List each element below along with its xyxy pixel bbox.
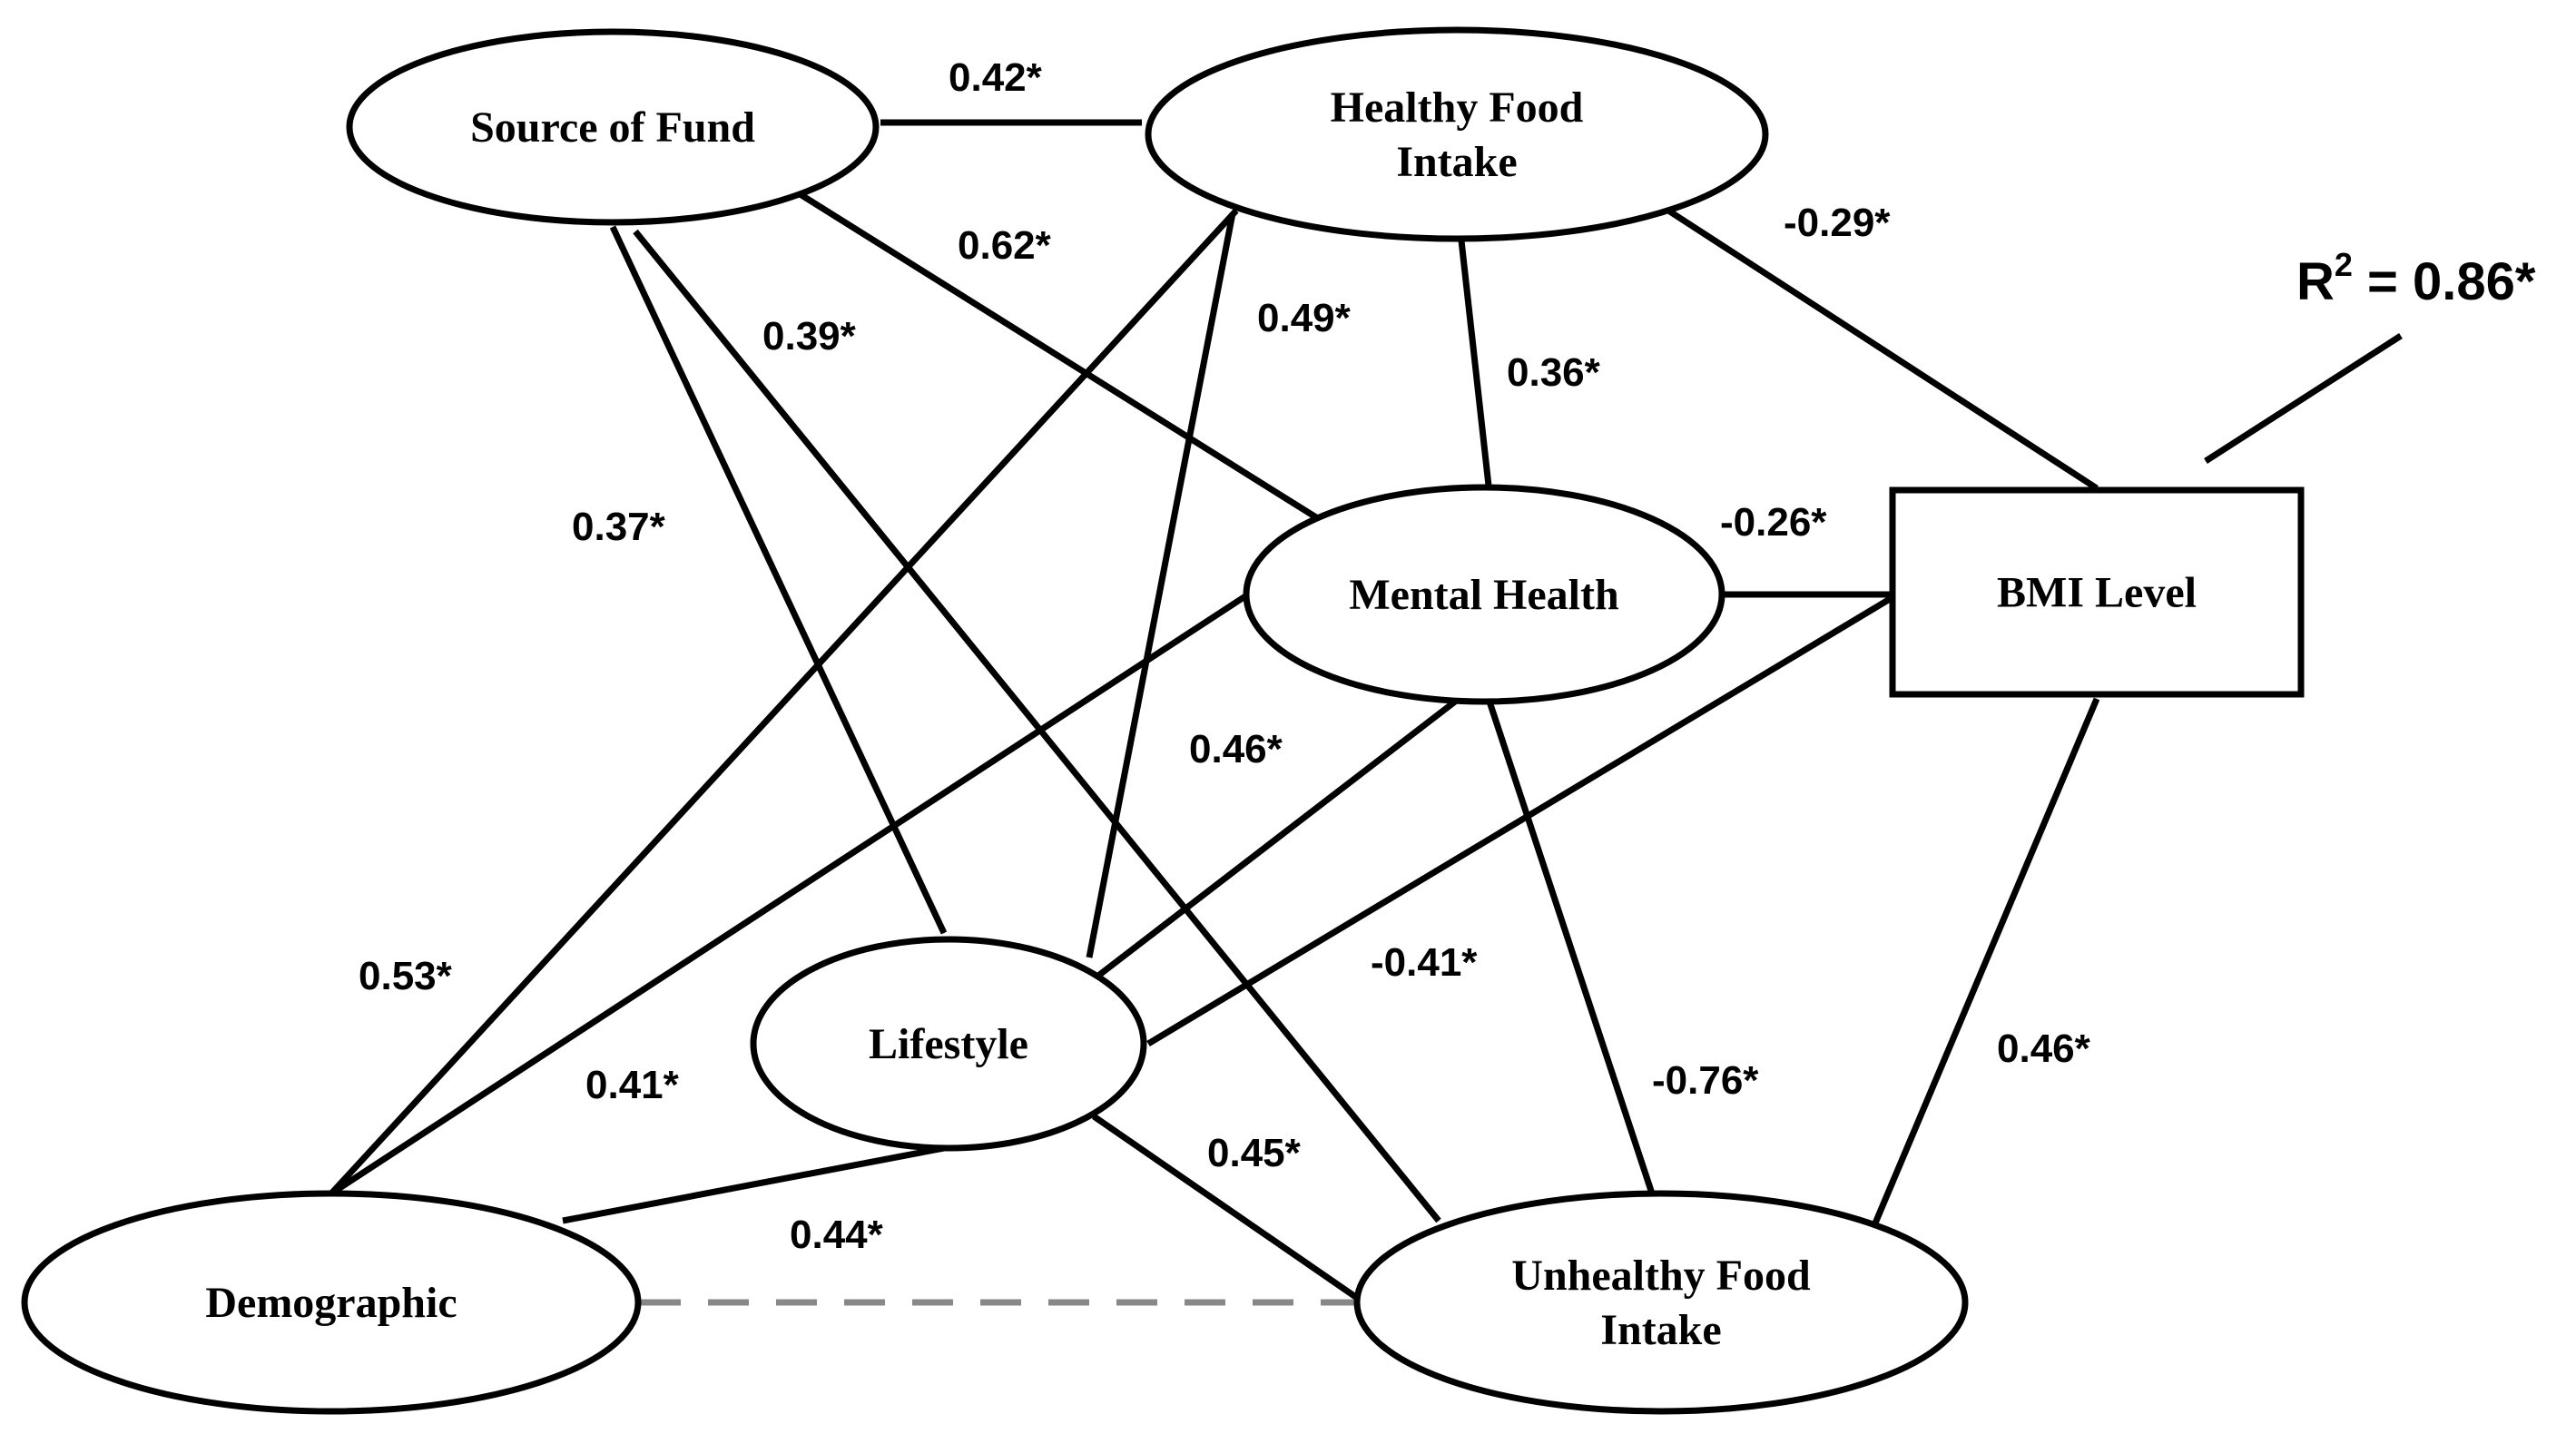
edge-source-mental <box>792 188 1318 520</box>
r-squared-value: = 0.86* <box>2353 252 2536 311</box>
edge-label-lifestyle-bmi: -0.41* <box>1371 940 1478 985</box>
edge-label-mental-bmi: -0.26* <box>1720 500 1827 545</box>
edge-label-healthy-bmi: -0.29* <box>1784 201 1891 245</box>
edge-healthy-bmi <box>1664 206 2099 491</box>
node-label-unhealthy: Unhealthy Food <box>1511 1252 1811 1300</box>
edge-mental-healthy <box>1458 240 1492 486</box>
node-label-mental: Mental Health <box>1349 571 1618 619</box>
edge-labels-layer: 0.42* 0.62* 0.39* 0.37* -0.29* 0.36* 0.49* -0.2… <box>359 55 2091 1257</box>
edge-demographic-lifestyle <box>562 1144 945 1224</box>
edge-unhealthy-bmi <box>1871 697 2100 1227</box>
edge-lifestyle-bmi <box>1146 595 1892 1047</box>
node-ellipse-unhealthy <box>1353 1190 1969 1415</box>
node-ellipse-source <box>346 28 880 226</box>
node-source: Source of Fund <box>346 28 880 226</box>
edge-label-demographic-mental: 0.41* <box>585 1063 680 1107</box>
edge-label-source-unhealthy: 0.39* <box>762 314 857 358</box>
node-ellipse-mental <box>1243 484 1726 705</box>
edge-label-demographic-lifestyle: 0.44* <box>790 1213 884 1257</box>
node-label-bmi: BMI Level <box>1997 569 2197 617</box>
edge-label-lifestyle-healthy: 0.49* <box>1257 296 1352 340</box>
edge-source-lifestyle <box>609 225 948 935</box>
edge-demographic-healthy <box>329 208 1239 1196</box>
r-squared-annotation: R2 = 0.86* <box>2204 246 2536 464</box>
node-label-healthy: Healthy Food <box>1331 83 1584 132</box>
r-squared-text: R2 = 0.86* <box>2296 246 2536 311</box>
node-ellipse-healthy <box>1145 26 1769 242</box>
edge-lifestyle-healthy <box>1086 212 1236 958</box>
edge-source-unhealthy <box>633 229 1441 1223</box>
edge-label-source-healthy: 0.42* <box>949 55 1043 100</box>
node-label-source: Source of Fund <box>470 103 755 152</box>
edge-label-source-mental: 0.62* <box>958 223 1052 268</box>
edge-label-unhealthy-bmi: 0.46* <box>1997 1026 2091 1071</box>
edge-label-demographic-healthy: 0.53* <box>359 954 453 998</box>
node-ellipse-demographic <box>21 1190 642 1415</box>
edge-demographic-mental <box>329 592 1250 1196</box>
edge-label-mental-healthy: 0.36* <box>1507 350 1601 395</box>
edge-mental-unhealthy <box>1485 697 1656 1195</box>
edge-label-lifestyle-unhealthy: 0.45* <box>1207 1131 1302 1175</box>
node-lifestyle: Lifestyle <box>750 936 1147 1152</box>
r-squared-arrow <box>2204 333 2403 464</box>
node-mental: Mental Health <box>1243 484 1726 705</box>
node-demographic: Demographic <box>21 1190 642 1415</box>
node-label-lifestyle: Lifestyle <box>869 1020 1028 1068</box>
node-ellipse-lifestyle <box>750 936 1147 1152</box>
node-bmi: BMI Level <box>1889 486 2305 698</box>
node-label-demographic: Demographic <box>205 1279 457 1327</box>
edge-label-source-lifestyle: 0.37* <box>572 505 666 549</box>
node-label-unhealthy: Intake <box>1600 1306 1721 1354</box>
edge-label-mental-unhealthy: -0.76* <box>1652 1058 1759 1103</box>
edge-lifestyle-mental <box>1096 687 1473 978</box>
node-box-bmi <box>1889 486 2305 698</box>
r-squared-prefix: R <box>2296 252 2335 311</box>
edge-label-lifestyle-mental: 0.46* <box>1189 727 1283 771</box>
r-squared-superscript: 2 <box>2335 246 2353 283</box>
edge-lifestyle-unhealthy <box>1092 1114 1359 1301</box>
edges-layer <box>329 119 2100 1306</box>
node-label-healthy: Intake <box>1396 138 1517 186</box>
